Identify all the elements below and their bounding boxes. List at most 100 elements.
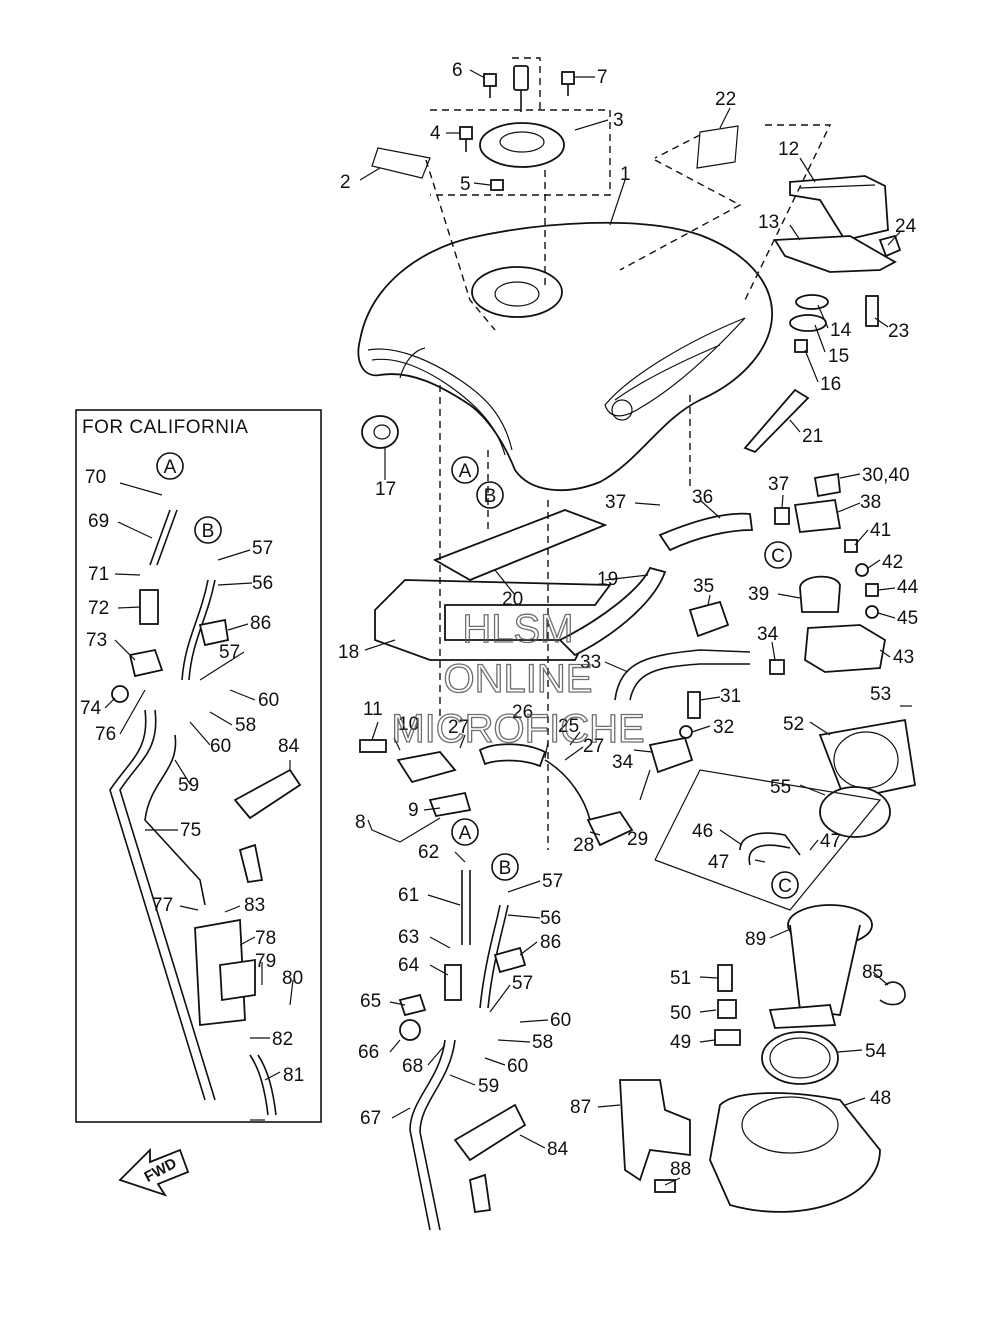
watermark: HLSM ONLINE MICROFICHE (391, 606, 646, 751)
callout-37: 37 (605, 492, 626, 513)
callout-89: 89 (745, 929, 766, 950)
callout-58: 58 (532, 1032, 553, 1053)
callout-39: 39 (748, 584, 769, 605)
callout-17: 17 (375, 479, 396, 500)
callout-2: 2 (340, 172, 351, 193)
callout-76: 76 (95, 724, 116, 745)
callout-41: 41 (870, 520, 891, 541)
callout-56: 56 (540, 908, 561, 929)
callout-64: 64 (398, 955, 420, 976)
callout-57: 57 (252, 538, 273, 559)
ref-marker-a: A (156, 452, 184, 480)
callout-4: 4 (430, 123, 441, 144)
california-box: FOR CALIFORNIA (75, 409, 322, 1123)
callout-38: 38 (860, 492, 881, 513)
callout-33: 33 (580, 652, 601, 673)
callout-28: 28 (573, 835, 594, 856)
callout-37: 37 (768, 474, 789, 495)
watermark-line-3: MICROFICHE (391, 707, 644, 751)
ref-label-b: B (484, 486, 497, 507)
callout-72: 72 (88, 598, 109, 619)
callout-27: 27 (448, 717, 469, 738)
callout-84: 84 (278, 736, 300, 757)
callout-54: 54 (865, 1041, 887, 1062)
callout-88: 88 (670, 1159, 691, 1180)
callout-19: 19 (597, 569, 618, 590)
callout-25: 25 (558, 716, 579, 737)
callout-31: 31 (720, 686, 741, 707)
callout-87: 87 (570, 1097, 591, 1118)
callout-68: 68 (402, 1056, 423, 1077)
callout-34: 34 (757, 624, 779, 645)
lower-hose-routing (398, 870, 527, 1231)
callout-70: 70 (85, 467, 106, 488)
california-box-title: FOR CALIFORNIA (82, 417, 248, 438)
callout-48: 48 (870, 1088, 891, 1109)
ref-marker-b: B (491, 853, 519, 881)
ref-label-a: A (459, 461, 472, 482)
callout-22: 22 (715, 89, 736, 110)
callout-50: 50 (670, 1003, 691, 1024)
side-cover-parts (743, 124, 902, 454)
callout-43: 43 (893, 647, 914, 668)
callout-14: 14 (830, 320, 852, 341)
callout-1: 1 (620, 164, 631, 185)
callout-45: 45 (897, 608, 918, 629)
callout-66: 66 (358, 1042, 379, 1063)
ref-label-a: A (164, 457, 177, 478)
callout-71: 71 (88, 564, 109, 585)
callout-18: 18 (338, 642, 359, 663)
fuel-cap-assembly (430, 57, 611, 290)
callout-7: 7 (597, 67, 608, 88)
callout-32: 32 (713, 717, 734, 738)
callout-57: 57 (542, 871, 563, 892)
callout-34: 34 (612, 752, 634, 773)
callout-23: 23 (888, 321, 909, 342)
ref-marker-c: C (771, 871, 799, 899)
tank-cap-17 (361, 415, 399, 449)
callout-9: 9 (408, 800, 419, 821)
callout-12: 12 (778, 139, 799, 160)
callout-49: 49 (670, 1032, 691, 1053)
callout-30-40: 30,40 (862, 465, 910, 486)
callout-60: 60 (258, 690, 279, 711)
callout-20: 20 (502, 589, 523, 610)
callout-46: 46 (692, 821, 713, 842)
callout-51: 51 (670, 968, 691, 989)
callout-62: 62 (418, 842, 439, 863)
callout-85: 85 (862, 962, 883, 983)
callout-59: 59 (478, 1076, 499, 1097)
fuel-tank (357, 221, 773, 492)
callout-57: 57 (219, 642, 240, 663)
callout-53: 53 (870, 684, 891, 705)
callout-77: 77 (152, 895, 173, 916)
callout-79: 79 (255, 951, 276, 972)
callout-80: 80 (282, 968, 303, 989)
tank-pads (374, 385, 691, 850)
callout-5: 5 (460, 174, 471, 195)
callout-11: 11 (363, 699, 383, 720)
ref-marker-c: C (764, 541, 792, 569)
ref-marker-b: B (476, 481, 504, 509)
callout-60: 60 (210, 736, 231, 757)
decal-pieces (371, 125, 742, 331)
fwd-arrow: FWD (118, 1147, 190, 1197)
callout-75: 75 (180, 820, 201, 841)
callout-26: 26 (512, 702, 533, 723)
callout-42: 42 (882, 552, 903, 573)
ref-label-b: B (499, 858, 512, 879)
callout-3: 3 (613, 110, 624, 131)
callout-55: 55 (770, 777, 791, 798)
callout-10: 10 (398, 714, 419, 735)
callout-57: 57 (512, 973, 533, 994)
callout-82: 82 (272, 1029, 293, 1050)
callout-78: 78 (255, 928, 276, 949)
reference-markers: A B C A B A B C (156, 452, 799, 899)
callout-84: 84 (547, 1139, 569, 1160)
callout-47: 47 (820, 831, 841, 852)
callout-8: 8 (355, 812, 366, 833)
ref-marker-b: B (194, 516, 222, 544)
callout-65: 65 (360, 991, 381, 1012)
watermark-line-2: ONLINE (444, 657, 593, 701)
